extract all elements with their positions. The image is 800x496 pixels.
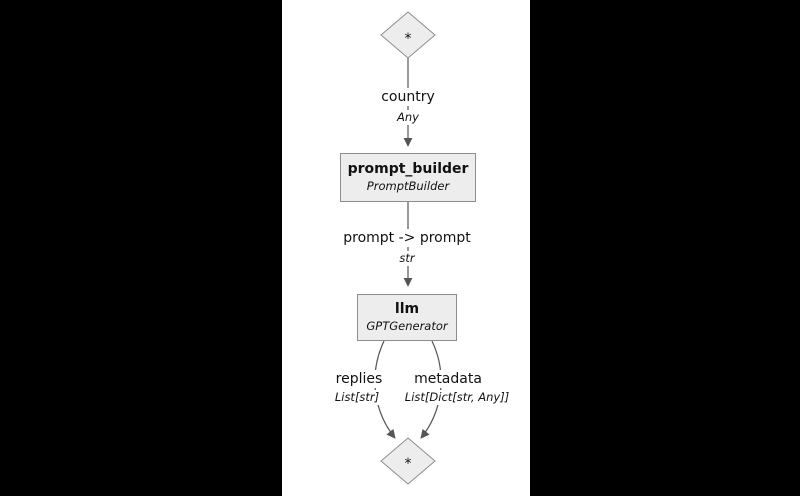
edge-type-str: str [396, 251, 418, 266]
edge-label-prompt: prompt -> prompt [340, 229, 474, 247]
edge-label-replies: replies [332, 370, 386, 388]
edges-layer [374, 11, 442, 485]
prompt-builder-node: prompt_builder PromptBuilder [340, 153, 476, 202]
llm-type: GPTGenerator [366, 319, 448, 333]
edge-label-metadata: metadata [411, 370, 485, 388]
edge-label-country: country [378, 88, 438, 106]
prompt-builder-type: PromptBuilder [366, 179, 450, 193]
end-node-diamond [380, 437, 436, 485]
pipeline-diagram: * country Any prompt_builder PromptBuild… [282, 0, 530, 496]
end-node-label: * [404, 456, 412, 472]
edge-type-any: Any [394, 110, 422, 125]
start-node-label: * [404, 31, 412, 47]
prompt-builder-title: prompt_builder [347, 161, 469, 177]
start-node-diamond [380, 11, 436, 59]
edge-type-list-dict: List[Dict[str, Any]] [401, 390, 513, 405]
llm-title: llm [394, 301, 420, 317]
llm-node: llm GPTGenerator [357, 294, 457, 341]
edge-type-list-str: List[str] [331, 390, 383, 405]
